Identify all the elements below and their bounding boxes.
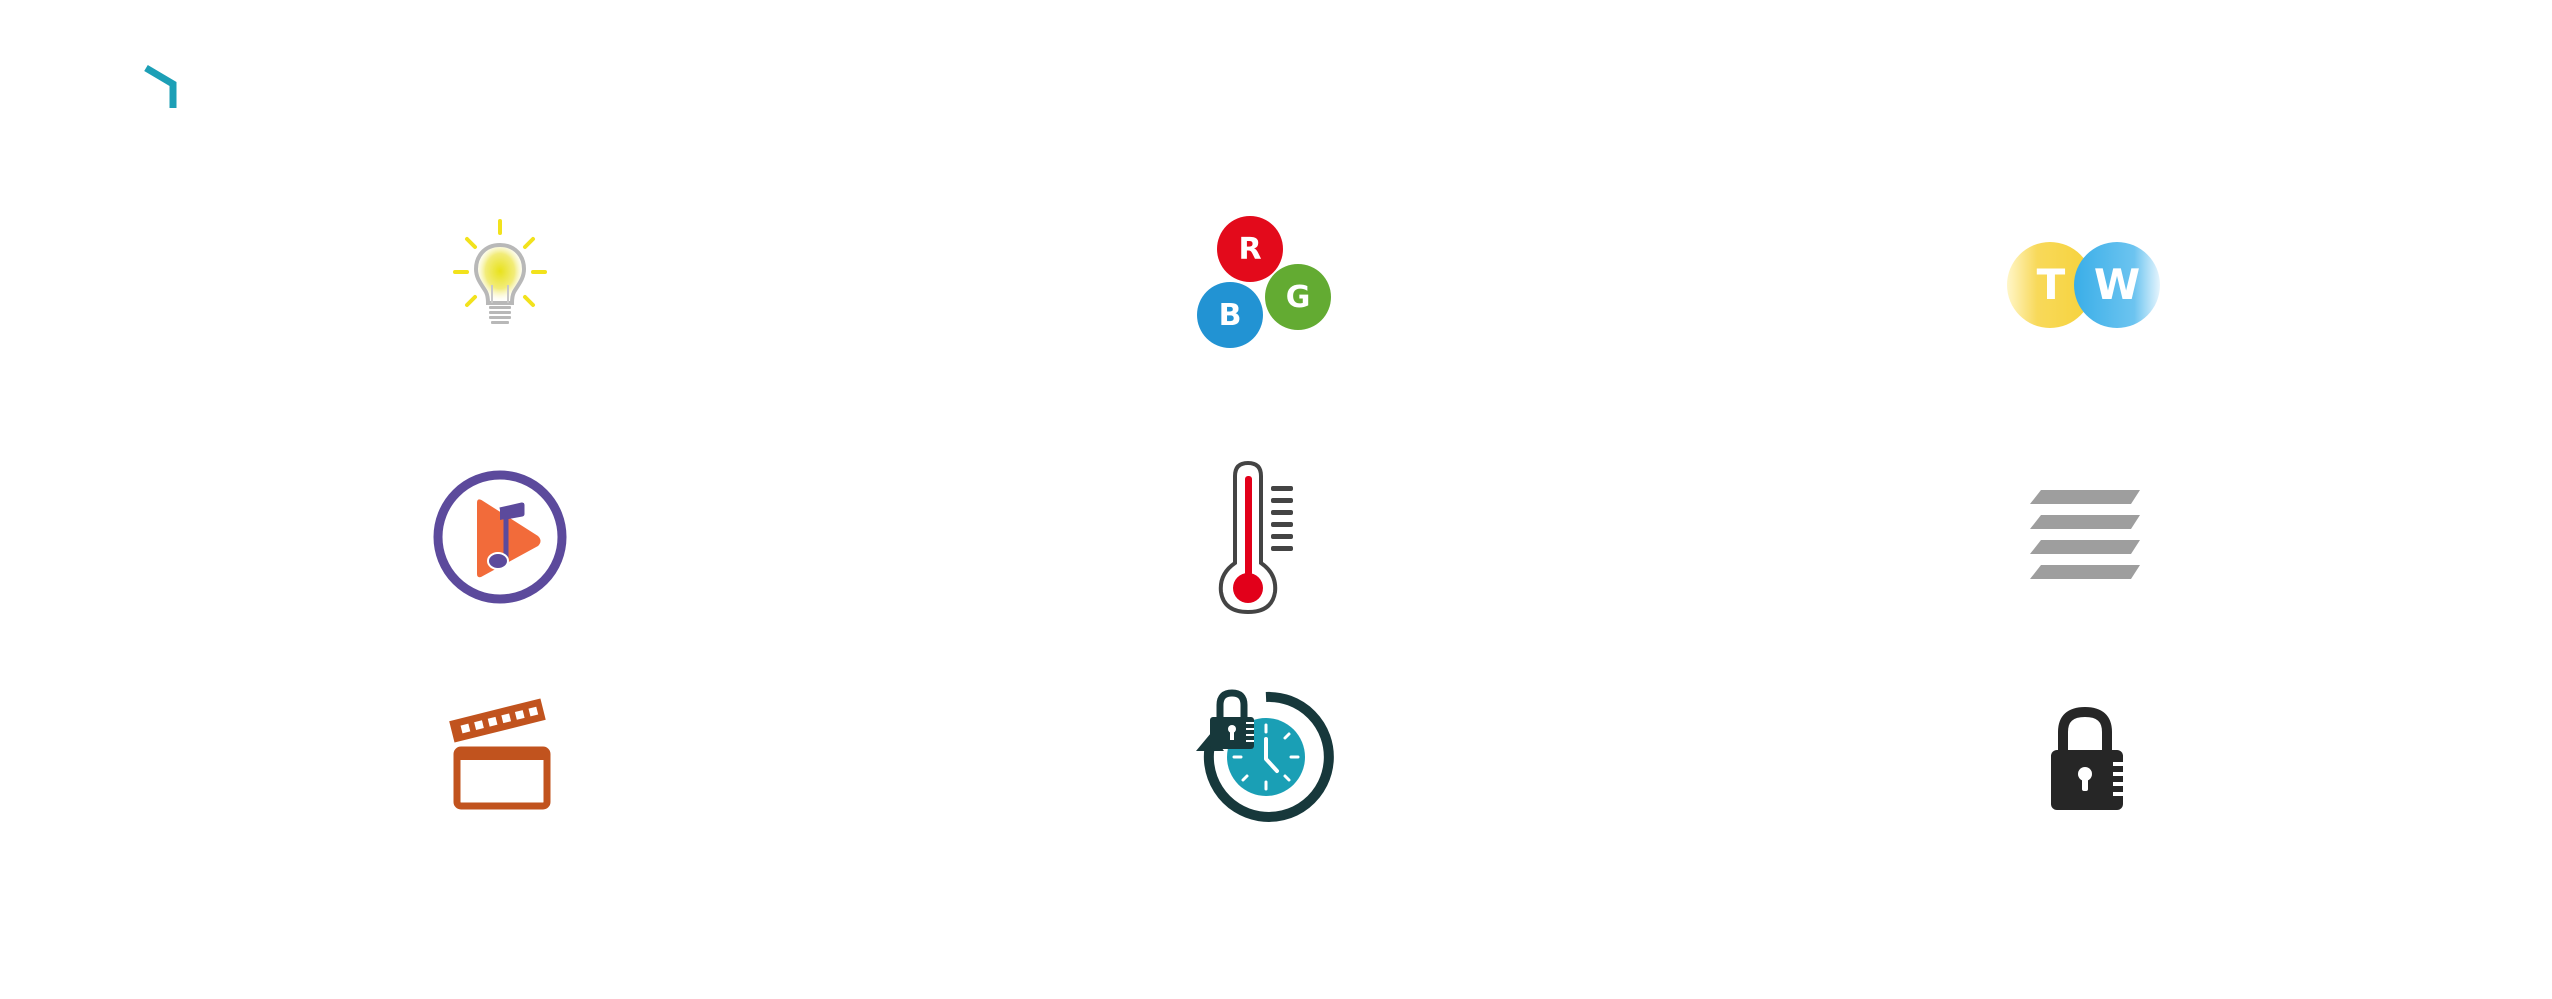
tunable-white-tile[interactable]: T W bbox=[1995, 225, 2175, 345]
scene-tile[interactable] bbox=[435, 690, 565, 825]
rgb-letter-g: G bbox=[1286, 280, 1311, 315]
lock-tile[interactable] bbox=[2030, 690, 2140, 825]
blinds-tile[interactable] bbox=[2020, 475, 2150, 595]
rgb-color-icon: R G B bbox=[1197, 216, 1331, 348]
lightbulb-icon bbox=[453, 219, 547, 324]
timer-lock-icon bbox=[1196, 688, 1334, 822]
rgb-tile[interactable]: R G B bbox=[1190, 210, 1340, 360]
blinds-icon bbox=[2030, 490, 2140, 579]
tunable-white-icon: T W bbox=[2007, 242, 2160, 328]
padlock-icon bbox=[2051, 706, 2125, 810]
schedule-tile[interactable] bbox=[1175, 680, 1345, 835]
music-tile[interactable] bbox=[425, 462, 575, 612]
music-play-icon bbox=[433, 470, 567, 604]
rgb-letter-b: B bbox=[1219, 298, 1242, 333]
tw-letter-t: T bbox=[2037, 260, 2066, 309]
clapperboard-icon bbox=[449, 697, 551, 809]
temperature-tile[interactable] bbox=[1195, 455, 1325, 620]
rgb-letter-r: R bbox=[1238, 232, 1261, 267]
thermometer-icon bbox=[1218, 460, 1293, 614]
tw-letter-w: W bbox=[2094, 260, 2140, 309]
lighting-tile[interactable] bbox=[430, 210, 570, 350]
back-arrow-icon[interactable] bbox=[140, 62, 180, 112]
